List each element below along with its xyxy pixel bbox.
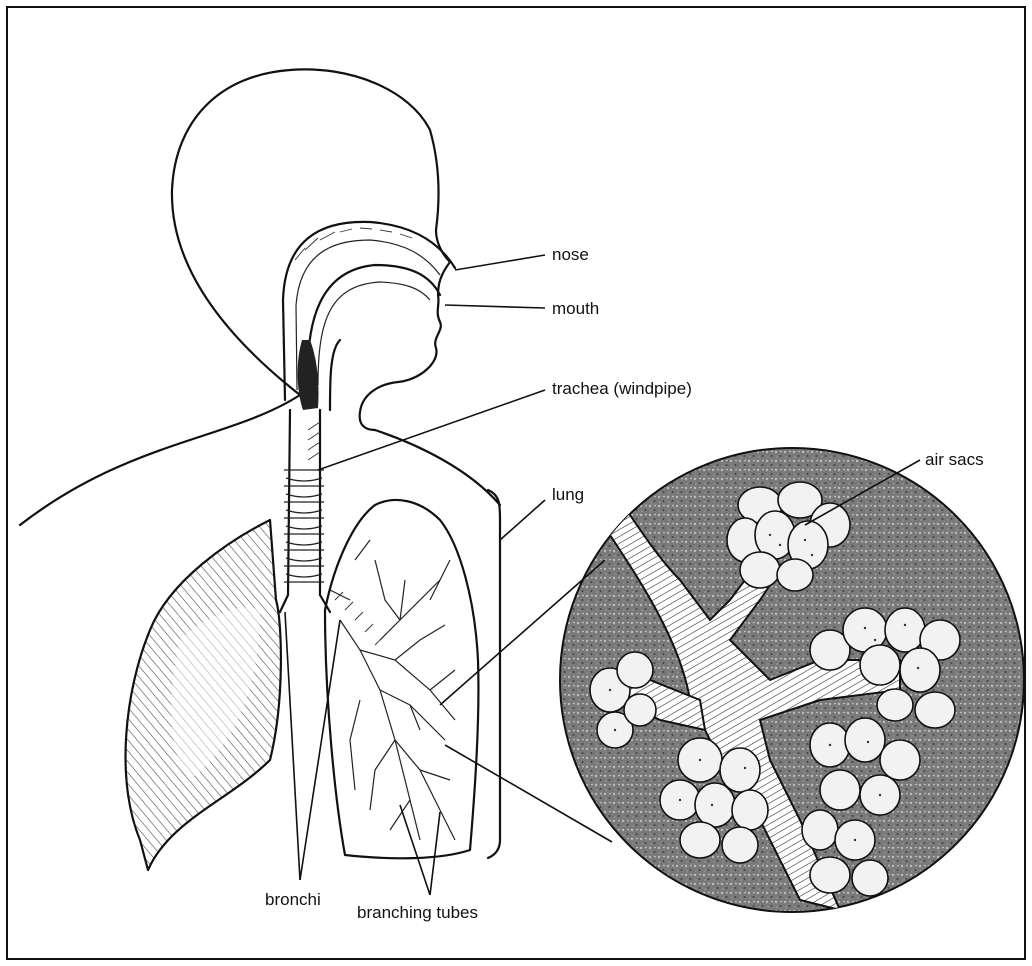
label-bronchi: bronchi [265, 890, 321, 909]
left-lung-hatched [126, 520, 281, 870]
leader-branching-2 [430, 812, 440, 895]
label-air-sacs: air sacs [925, 450, 984, 469]
leader-bronchi-2 [300, 620, 340, 880]
trachea [280, 410, 330, 612]
label-nose: nose [552, 245, 589, 264]
nasal-cavity [283, 222, 455, 410]
label-trachea: trachea (windpipe) [552, 379, 692, 398]
leader-mouth [445, 305, 545, 308]
magnified-air-sacs [560, 448, 1024, 912]
leader-lung [500, 500, 545, 540]
leader-trachea [318, 390, 545, 470]
label-lung: lung [552, 485, 584, 504]
lung-bracket [488, 490, 500, 858]
label-mouth: mouth [552, 299, 599, 318]
right-lung [325, 500, 478, 858]
label-branching-tubes: branching tubes [357, 903, 478, 922]
leader-bronchi-1 [285, 612, 300, 880]
leader-nose [455, 255, 545, 270]
